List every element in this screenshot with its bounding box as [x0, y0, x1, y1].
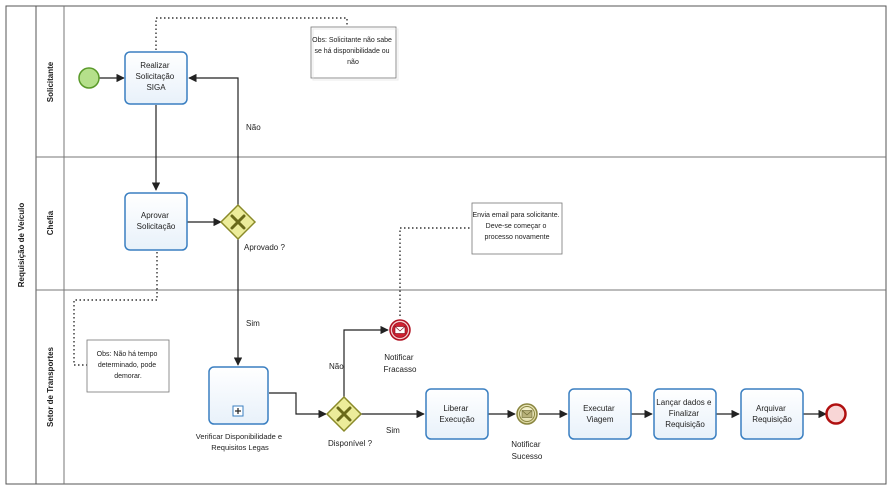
end-event[interactable] [825, 403, 847, 425]
sequence-flows [99, 73, 827, 419]
svg-text:Arquivar Requisição: Arquivar Requisição [752, 404, 792, 424]
svg-text:Realizar Solicitação: Realizar Solicitação SIGA [136, 61, 177, 92]
task-lancar-line-1: Lançar dados e [656, 398, 712, 407]
task-liberar-line-2: Execução [439, 415, 475, 424]
start-event[interactable] [78, 67, 100, 89]
annotation-email-line-2: Deve-se começar o [486, 223, 547, 230]
task-lancar-line-2: Finalizar [669, 409, 700, 418]
flow-label-sim-disponivel: Sim [386, 426, 400, 435]
task-executar-line-2: Viagem [587, 415, 614, 424]
gateway-disponivel[interactable]: Disponível ? [325, 395, 373, 448]
task-arquivar-line-2: Requisição [752, 415, 792, 424]
subprocess-expand-icon[interactable] [232, 405, 244, 417]
annotation-email-line-1: Envia email para solicitante. [472, 212, 559, 219]
flow-label-nao-disponivel: Não [329, 362, 344, 371]
svg-text:Aprovar Solicitação: Aprovar Solicitação [137, 211, 176, 231]
task-aprovar-line-1: Aprovar [141, 211, 169, 220]
task-verificar-line-2: Requisitos Legas [211, 443, 269, 452]
svg-text:Notificar Fracasso: Notificar Fracasso [384, 353, 417, 374]
task-liberar-execucao[interactable]: Liberar Execução [425, 388, 489, 440]
task-realizar-line-3: SIGA [146, 83, 166, 92]
event-notificar-sucesso[interactable]: Notificar Sucesso [511, 403, 543, 461]
svg-text:Notificar Sucesso: Notificar Sucesso [511, 440, 543, 461]
svg-text:Executar Viagem: Executar Viagem [583, 404, 617, 424]
lanes: Solicitante Chefia Setor de Transportes [35, 6, 886, 484]
annotation-email-line-3: processo novamente [485, 234, 550, 241]
svg-text:Verificar Disponibilidade e: Verificar Disponibilidade e Requisitos L… [196, 432, 284, 452]
annotation-tempo-line-2: determinado, pode [98, 362, 156, 369]
task-liberar-line-1: Liberar [443, 404, 468, 413]
event-fracasso-line-1: Notificar [384, 353, 414, 362]
annotation-tempo-line-1: Obs: Não há tempo [97, 351, 158, 358]
svg-text:Obs: Não há tempo determ: Obs: Não há tempo determinado, pode demo… [97, 351, 160, 380]
envelope-icon [394, 326, 406, 334]
task-realizar-line-1: Realizar [140, 61, 170, 70]
event-notificar-fracasso[interactable]: Notificar Fracasso [384, 319, 417, 374]
task-realizar-line-2: Solicitação [136, 72, 175, 81]
lane-label-transportes: Setor de Transportes [46, 346, 55, 427]
task-executar-viagem[interactable]: Executar Viagem [568, 388, 632, 440]
task-lancar-dados[interactable]: Lançar dados e Finalizar Requisição [653, 388, 717, 440]
end-event-icon[interactable] [825, 403, 847, 425]
flow-label-nao-aprovado: Não [246, 123, 261, 132]
task-verificar-line-1: Verificar Disponibilidade e [196, 432, 282, 441]
gateway-aprovado[interactable]: Aprovado ? [219, 203, 285, 252]
task-lancar-line-3: Requisição [665, 420, 705, 429]
annotation-tempo-line-3: demorar. [114, 373, 142, 380]
pool-title: Requisição de Veículo [17, 203, 26, 288]
annotation-solicitante-line-1: Obs: Solicitante não sabe [312, 37, 392, 44]
lane-label-chefia: Chefia [46, 210, 55, 235]
svg-text:Envia email para solicitante.: Envia email para solicitante. Deve-se co… [472, 212, 561, 241]
svg-text:Obs: Solicitante não sabe: Obs: Solicitante não sabe se há disponib… [312, 37, 394, 66]
flow-label-sim-aprovado: Sim [246, 319, 260, 328]
lane-label-solicitante: Solicitante [46, 61, 55, 102]
subprocess-verificar-disponibilidade[interactable]: Verificar Disponibilidade e Requisitos L… [196, 366, 284, 452]
event-sucesso-line-1: Notificar [511, 440, 541, 449]
flow-labels: Não Sim Não Sim [246, 123, 400, 435]
task-executar-line-1: Executar [583, 404, 615, 413]
envelope-icon [521, 410, 533, 418]
annotation-tempo: Obs: Não há tempo determinado, pode demo… [86, 339, 170, 393]
task-aprovar-solicitacao[interactable]: Aprovar Solicitação [124, 192, 188, 251]
annotation-solicitante-line-2: se há disponibilidade ou [314, 48, 389, 55]
event-sucesso-line-2: Sucesso [512, 452, 543, 461]
task-realizar-solicitacao[interactable]: Realizar Solicitação SIGA [124, 51, 188, 105]
annotation-email: Envia email para solicitante. Deve-se co… [471, 202, 563, 255]
gateway-disponivel-label: Disponível ? [328, 439, 373, 448]
svg-text:Lançar dados e Finalizar: Lançar dados e Finalizar Requisição [656, 398, 713, 429]
gateway-aprovado-label: Aprovado ? [244, 243, 285, 252]
task-arquivar-line-1: Arquivar [756, 404, 786, 413]
start-event-icon[interactable] [78, 67, 100, 89]
annotation-solicitante-line-3: não [347, 59, 359, 66]
annotation-solicitante: Obs: Solicitante não sabe se há disponib… [310, 26, 399, 81]
task-arquivar-requisicao[interactable]: Arquivar Requisição [740, 388, 804, 440]
svg-text:Liberar Execução: Liberar Execução [439, 404, 475, 424]
event-fracasso-line-2: Fracasso [384, 365, 417, 374]
task-aprovar-line-2: Solicitação [137, 222, 176, 231]
